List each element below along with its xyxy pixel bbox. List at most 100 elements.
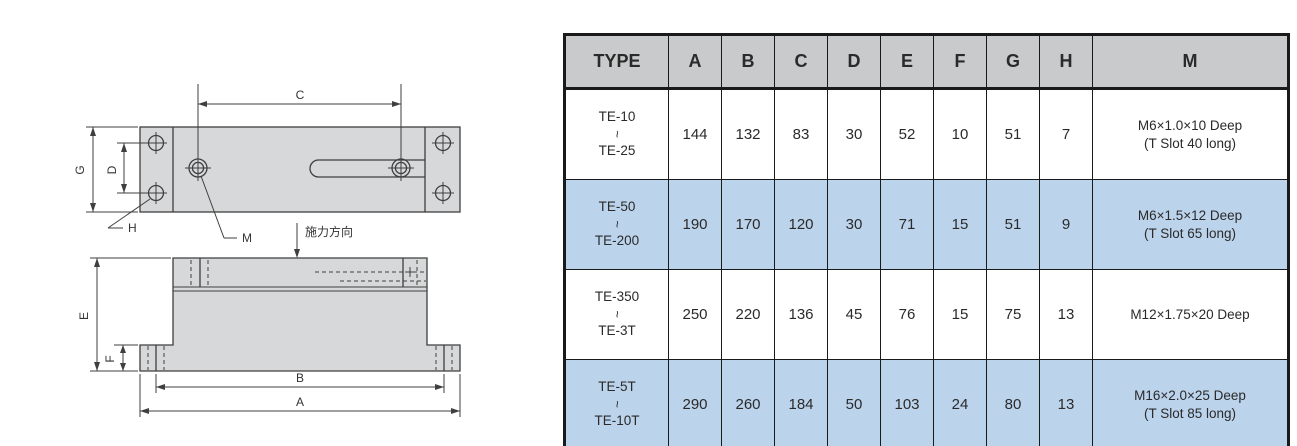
cell-c: 136 bbox=[774, 269, 828, 360]
cell-h: 13 bbox=[1039, 269, 1093, 360]
col-header-g: G bbox=[986, 34, 1040, 90]
cell-c: 184 bbox=[774, 359, 828, 446]
t-slot bbox=[309, 159, 425, 178]
cell-f: 15 bbox=[933, 179, 987, 270]
type-to: TE-25 bbox=[598, 142, 636, 158]
cell-d: 50 bbox=[827, 359, 881, 446]
m-line1: M6×1.0×10 Deep bbox=[1137, 117, 1243, 133]
col-header-a: A bbox=[668, 34, 722, 90]
type-from: TE-50 bbox=[598, 199, 636, 215]
dim-label-c: C bbox=[296, 88, 305, 102]
spec-table: TYPE A B C D E F G H M TE-10 ~ TE-25 144 bbox=[563, 33, 1290, 446]
dim-d: D bbox=[105, 142, 149, 194]
cell-d: 45 bbox=[827, 269, 881, 360]
dim-label-h: H bbox=[128, 221, 137, 235]
cell-a: 190 bbox=[668, 179, 722, 270]
range-tilde: ~ bbox=[610, 130, 626, 139]
range-tilde: ~ bbox=[610, 400, 626, 409]
range-tilde: ~ bbox=[610, 310, 626, 319]
cell-m: M6×1.0×10 Deep (T Slot 40 long) bbox=[1092, 88, 1289, 180]
cell-d: 30 bbox=[827, 179, 881, 270]
cell-type: TE-350 ~ TE-3T bbox=[564, 269, 669, 360]
cell-g: 75 bbox=[986, 269, 1040, 360]
col-header-d: D bbox=[827, 34, 881, 90]
cell-type: TE-50 ~ TE-200 bbox=[564, 179, 669, 270]
col-header-m: M bbox=[1092, 34, 1289, 90]
leader-h: H bbox=[107, 198, 151, 235]
threaded-hole-icon bbox=[185, 155, 414, 181]
cell-h: 9 bbox=[1039, 179, 1093, 270]
force-direction-arrow: 施力方向 bbox=[294, 223, 353, 258]
cell-type: TE-10 ~ TE-25 bbox=[564, 88, 669, 180]
cell-a: 250 bbox=[668, 269, 722, 360]
cell-b: 170 bbox=[721, 179, 775, 270]
cell-f: 15 bbox=[933, 269, 987, 360]
cell-d: 30 bbox=[827, 88, 881, 180]
dim-f: F bbox=[103, 344, 138, 371]
force-direction-label: 施力方向 bbox=[305, 224, 353, 239]
dim-a: A bbox=[139, 374, 461, 417]
cell-e: 52 bbox=[880, 88, 934, 180]
leader-m: M bbox=[200, 175, 252, 245]
type-from: TE-5T bbox=[598, 379, 636, 395]
cell-m: M16×2.0×25 Deep (T Slot 85 long) bbox=[1092, 359, 1289, 446]
cell-f: 24 bbox=[933, 359, 987, 446]
top-view: C G D bbox=[73, 84, 461, 258]
technical-drawing: C G D bbox=[73, 84, 461, 417]
cell-type: TE-5T ~ TE-10T bbox=[564, 359, 669, 446]
cell-g: 51 bbox=[986, 88, 1040, 180]
m-line2: (T Slot 85 long) bbox=[1143, 405, 1237, 421]
table-row: TE-5T ~ TE-10T 290 260 184 50 103 24 80 … bbox=[564, 359, 1289, 446]
cell-g: 51 bbox=[986, 179, 1040, 270]
cell-a: 144 bbox=[668, 88, 722, 180]
cell-b: 132 bbox=[721, 88, 775, 180]
dim-c: C bbox=[197, 84, 402, 157]
col-header-e: E bbox=[880, 34, 934, 90]
table-row: TE-10 ~ TE-25 144 132 83 30 52 10 51 7 M… bbox=[564, 88, 1289, 180]
cell-b: 260 bbox=[721, 359, 775, 446]
m-line1: M16×2.0×25 Deep bbox=[1134, 387, 1246, 403]
cell-h: 13 bbox=[1039, 359, 1093, 446]
side-view-body bbox=[139, 257, 461, 372]
col-header-type: TYPE bbox=[564, 34, 669, 90]
dim-label-f: F bbox=[103, 355, 117, 362]
top-view-body bbox=[139, 126, 461, 213]
cell-a: 290 bbox=[668, 359, 722, 446]
table-row: TE-50 ~ TE-200 190 170 120 30 71 15 51 9… bbox=[564, 179, 1289, 270]
col-header-h: H bbox=[1039, 34, 1093, 90]
cell-g: 80 bbox=[986, 359, 1040, 446]
m-line1: M6×1.5×12 Deep bbox=[1137, 207, 1243, 223]
cell-m: M12×1.75×20 Deep bbox=[1092, 269, 1289, 360]
dim-g: G bbox=[73, 126, 138, 213]
col-header-c: C bbox=[774, 34, 828, 90]
m-line2: (T Slot 40 long) bbox=[1143, 135, 1237, 151]
type-to: TE-10T bbox=[594, 412, 640, 428]
cell-c: 83 bbox=[774, 88, 828, 180]
dim-label-e: E bbox=[77, 312, 91, 320]
dim-b: B bbox=[155, 371, 445, 393]
type-to: TE-200 bbox=[594, 232, 640, 248]
col-header-f: F bbox=[933, 34, 987, 90]
type-from: TE-10 bbox=[598, 109, 636, 125]
table-row: TE-350 ~ TE-3T 250 220 136 45 76 15 75 1… bbox=[564, 269, 1289, 360]
col-header-b: B bbox=[721, 34, 775, 90]
type-to: TE-3T bbox=[598, 322, 636, 338]
cell-e: 71 bbox=[880, 179, 934, 270]
m-line2: (T Slot 65 long) bbox=[1143, 225, 1237, 241]
dim-label-m: M bbox=[242, 231, 252, 245]
header-row: TYPE A B C D E F G H M bbox=[564, 34, 1289, 90]
cell-h: 7 bbox=[1039, 88, 1093, 180]
cell-f: 10 bbox=[933, 88, 987, 180]
cell-e: 103 bbox=[880, 359, 934, 446]
dim-e: E bbox=[77, 257, 171, 372]
m-line1: M12×1.75×20 Deep bbox=[1130, 306, 1250, 322]
cell-b: 220 bbox=[721, 269, 775, 360]
type-from: TE-350 bbox=[594, 289, 640, 305]
dim-label-a: A bbox=[296, 395, 304, 409]
side-view: E F B bbox=[77, 257, 461, 417]
cell-e: 76 bbox=[880, 269, 934, 360]
dim-label-b: B bbox=[296, 371, 304, 385]
dim-label-d: D bbox=[105, 165, 119, 174]
cell-c: 120 bbox=[774, 179, 828, 270]
